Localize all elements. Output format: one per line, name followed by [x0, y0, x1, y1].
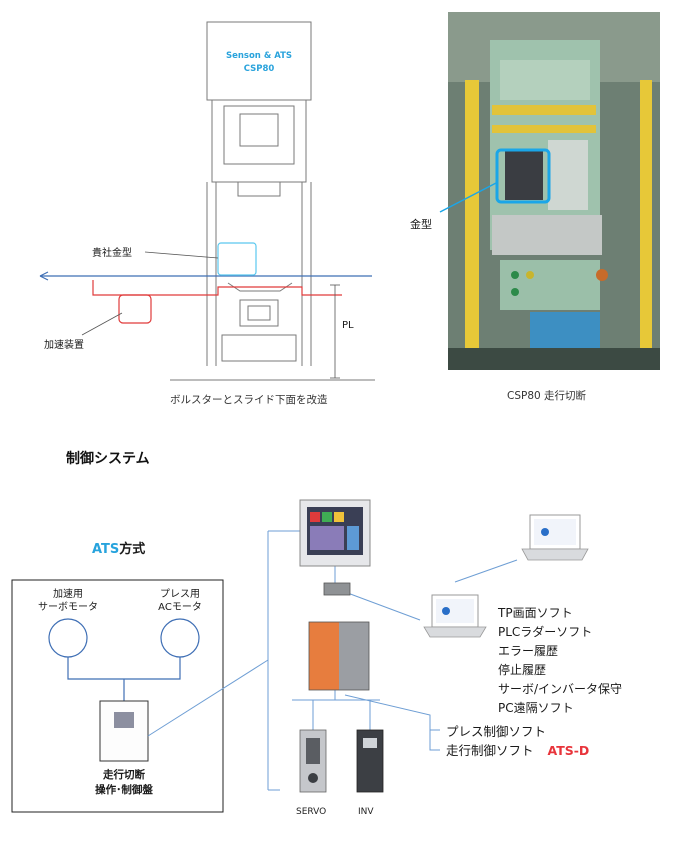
passline-arrowhead — [39, 271, 49, 281]
network-lines — [147, 530, 518, 791]
accel-servo-motor-icon — [48, 618, 88, 658]
press-motor-label-line1: プレス用 — [160, 589, 200, 600]
press-ac-motor-icon — [160, 618, 200, 658]
software-list: TP画面ソフト PLCラダーソフト エラー履歴 停止履歴 サーボ/インバータ保守… — [498, 604, 622, 718]
software-item: エラー履歴 — [498, 644, 559, 658]
press-photo — [448, 12, 660, 370]
accel-motor-label-line1: 加速用 — [53, 589, 83, 600]
software-item: PLCラダーソフト — [498, 625, 593, 639]
press-motor-label-line2: ACモータ — [158, 602, 202, 613]
press-motor-label: プレス用 ACモータ — [142, 588, 218, 614]
control-panel-label-line2: 操作･制御盤 — [95, 784, 153, 796]
touch-panel-hmi — [299, 499, 371, 567]
ats-d-label: ATS-D — [547, 743, 590, 758]
customer-die-leader — [144, 251, 219, 259]
ats-method-label: ATS方式 — [92, 538, 145, 557]
photo-die-leader — [439, 181, 499, 213]
control-software-item-travel: 走行制御ソフト ATS-D — [446, 741, 589, 760]
motor-wiring — [67, 657, 181, 701]
inverter-drive — [356, 729, 384, 793]
network-hub-icon — [323, 582, 351, 596]
accel-device-label: 加速装置 — [44, 340, 84, 351]
customer-die-box — [217, 242, 257, 276]
slide-red-line — [92, 280, 342, 296]
accel-device-leader — [81, 312, 123, 336]
software-item: PC遠隔ソフト — [498, 701, 574, 715]
control-software-list: プレス制御ソフト 走行制御ソフト ATS-D — [446, 722, 589, 760]
plc-unit — [308, 621, 370, 691]
pl-dimension — [330, 284, 340, 379]
control-panel-label: 走行切断 操作･制御盤 — [64, 768, 184, 798]
pl-label: PL — [342, 320, 354, 331]
laptop-near — [423, 594, 487, 638]
servo-label: SERVO — [296, 807, 327, 817]
software-item: サーボ/インバータ保守 — [498, 682, 623, 696]
press-diagram-caption: ボルスターとスライド下面を改造 — [170, 394, 328, 406]
software-item: 停止履歴 — [498, 663, 547, 677]
inv-label: INV — [358, 807, 374, 817]
control-panel-icon — [99, 700, 149, 762]
software-item: TP画面ソフト — [498, 606, 573, 620]
section-title: 制御システム — [66, 451, 150, 467]
ats-method-suffix: 方式 — [119, 542, 146, 557]
laptop-far — [521, 514, 589, 561]
photo-caption: CSP80 走行切断 — [507, 390, 587, 402]
control-panel-screen — [114, 712, 134, 728]
press-title-line1: Senson & ATS — [225, 51, 293, 61]
servo-drive — [299, 729, 327, 793]
ats-method-accent: ATS — [92, 542, 120, 557]
press-title-line2: CSP80 — [243, 64, 275, 74]
ats-panel-box — [11, 579, 224, 813]
accel-motor-label-line2: サーボモータ — [38, 602, 98, 613]
accel-motor-label: 加速用 サーボモータ — [30, 588, 106, 614]
accel-device-box — [118, 294, 152, 324]
photo-die-label: 金型 — [410, 218, 432, 231]
control-panel-label-line1: 走行切断 — [103, 769, 145, 781]
travel-control-software: 走行制御ソフト — [446, 743, 534, 758]
customer-die-label: 貴社金型 — [92, 248, 132, 259]
photo-die-highlight — [495, 148, 551, 204]
press-title: Senson & ATS CSP80 — [207, 50, 311, 76]
control-software-item: プレス制御ソフト — [446, 724, 547, 739]
